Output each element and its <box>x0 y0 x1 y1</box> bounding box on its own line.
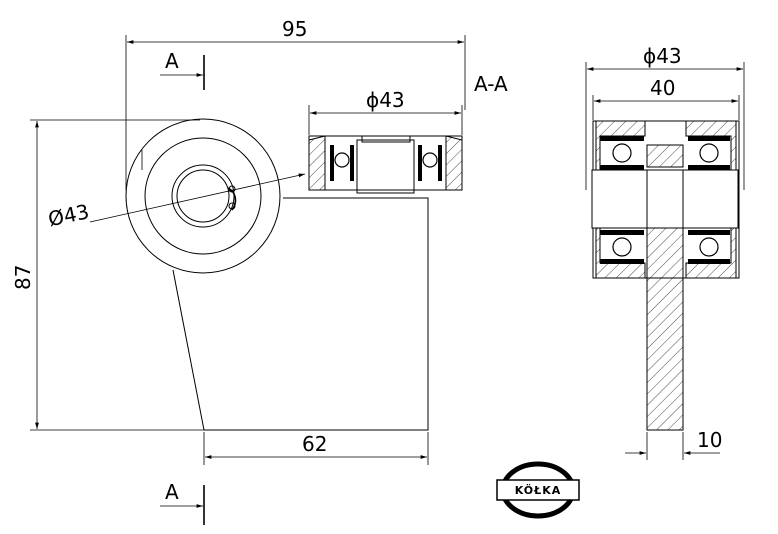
dim-plate-thickness: 10 <box>697 428 722 452</box>
dim-wheel-diameter-side: ϕ43 <box>643 44 682 68</box>
dim-wheel-diameter-section: ϕ43 <box>366 88 405 112</box>
side-view: ϕ43 40 10 <box>585 44 745 460</box>
mounting-plate <box>172 197 429 431</box>
dim-height: 87 <box>11 265 35 290</box>
section-mark-top: A <box>165 49 179 73</box>
kolka-logo: KÖŁKA <box>496 461 580 519</box>
front-view: Ø43 95 87 62 A A <box>11 17 466 525</box>
axle <box>591 169 739 229</box>
retaining-clip-icon <box>227 187 237 211</box>
hub-inner <box>176 169 230 223</box>
plate-section <box>646 227 684 431</box>
section-title: A-A <box>474 72 508 96</box>
wheel-outer <box>125 118 281 274</box>
dim-wheel-width: 40 <box>650 76 675 100</box>
dim-wheel-diameter-front: Ø43 <box>46 199 91 231</box>
dim-base-width: 62 <box>302 432 327 456</box>
section-mark-bottom: A <box>165 480 179 504</box>
dim-overall-width: 95 <box>282 17 307 41</box>
hub-outer <box>171 164 235 228</box>
logo-text: KÖŁKA <box>515 483 561 497</box>
section-view-small: A-A ϕ43 <box>290 72 508 199</box>
wheel-inner-ring <box>144 137 262 255</box>
diameter-leader-line <box>89 173 306 223</box>
